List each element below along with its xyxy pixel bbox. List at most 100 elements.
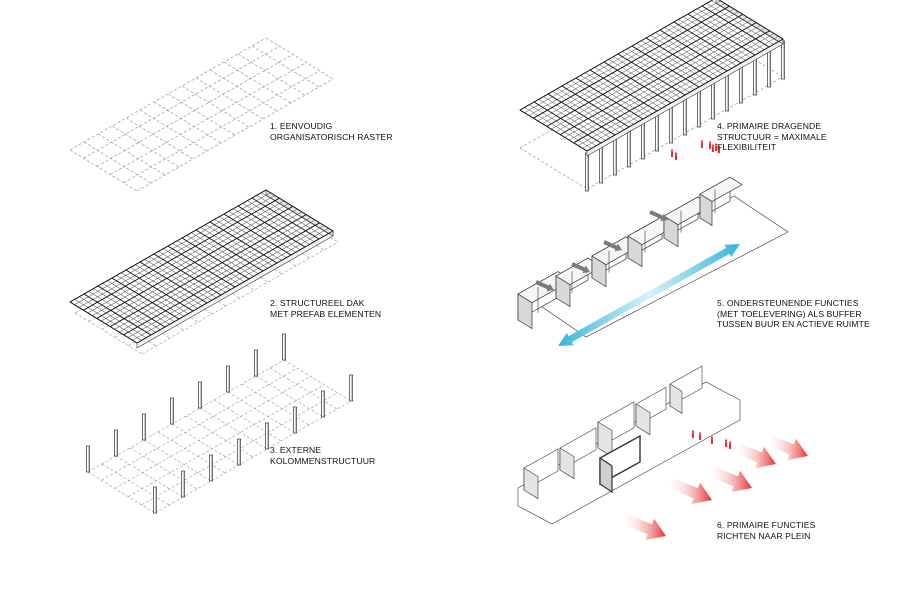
column-grid-line — [154, 400, 352, 514]
structure-column — [725, 72, 729, 112]
structure-panel-line — [566, 83, 634, 125]
caption-line: STRUCTUUR = MAXIMALE — [717, 131, 827, 142]
roof-beam-line — [123, 222, 320, 336]
structure-panel-line — [622, 51, 690, 93]
roof-beam-line — [237, 205, 306, 248]
person-body — [671, 151, 673, 157]
column-grid-line — [227, 391, 296, 434]
structure-column — [767, 48, 771, 88]
structure-column — [599, 144, 603, 184]
structure-beam-line — [586, 38, 784, 152]
raster-line — [265, 37, 334, 80]
person-figure — [710, 436, 714, 439]
raster-line — [123, 70, 320, 184]
column-grid-line — [87, 359, 285, 473]
structure-beam-line — [533, 101, 602, 144]
roof-beam-line — [181, 237, 250, 280]
column-front — [181, 470, 185, 498]
roof-beam-line — [209, 221, 278, 264]
structure-panel-line — [641, 40, 709, 82]
person-body — [729, 443, 731, 449]
caption-line: ORGANISATORISCH RASTER — [270, 131, 393, 142]
column-grid-line — [213, 399, 282, 442]
person-figure — [728, 441, 732, 444]
structure-panel-line — [613, 56, 681, 98]
column-grid-line — [283, 359, 352, 402]
structure-beam-line — [701, 5, 770, 48]
caption-step-4: 4. PRIMAIRE DRAGENDE STRUCTUUR = MAXIMAL… — [717, 121, 827, 153]
roof-panel-line — [135, 264, 203, 306]
structure-panel-line — [608, 59, 676, 101]
roof-beam-line — [83, 293, 152, 336]
caption-line: 5. ONDERSTEUNENDE FUNCTIES — [717, 298, 859, 308]
column-grid-line — [199, 407, 268, 450]
structure-panel-line — [711, 0, 779, 42]
roof-beam-line — [125, 269, 194, 312]
column-grid-line — [241, 383, 310, 426]
structure-panel-line — [692, 11, 760, 53]
structure-panel-line — [552, 91, 620, 133]
room-wall-side — [559, 447, 575, 480]
roof-beam-line — [195, 229, 264, 272]
structure-column — [753, 56, 757, 96]
roof-panel-line — [93, 288, 161, 330]
raster-line — [223, 61, 292, 104]
structure-panel-line — [524, 107, 592, 149]
column-back — [170, 397, 174, 425]
roof-beam-line — [109, 214, 307, 327]
caption-line: 3. EXTERNE — [270, 445, 322, 455]
structure-panel-line — [706, 3, 774, 45]
column-back — [282, 333, 286, 361]
structure-column — [585, 152, 589, 192]
column-grid-line — [143, 439, 212, 482]
person-figure — [691, 430, 695, 433]
roof-beam-line — [136, 230, 334, 344]
ground-outline — [519, 147, 588, 190]
roof-panel-line — [205, 224, 273, 266]
roof-panel-line — [116, 275, 184, 317]
column-grid-line — [185, 415, 254, 458]
roof-panel-line — [186, 235, 254, 277]
person-body — [718, 147, 720, 153]
structure-beam-line — [561, 85, 630, 128]
roof-beam-line — [265, 189, 334, 232]
caption-line: 2. STRUCTUREEL DAK — [270, 298, 365, 308]
raster-line — [167, 93, 236, 136]
supply-arrow — [603, 240, 622, 252]
structure-panel-line — [599, 64, 667, 106]
roof-panel-line — [247, 200, 315, 242]
structure-panel-line — [650, 35, 718, 77]
structure-column — [697, 88, 701, 128]
raster-line — [96, 54, 293, 167]
column-back — [142, 413, 146, 441]
caption-step-6: 6. PRIMAIRE FUNCTIES RICHTEN NAAR PLEIN — [717, 520, 815, 541]
structure-column — [711, 80, 715, 120]
roof-panel-line — [219, 216, 287, 258]
roof-panel-line — [130, 267, 198, 309]
structure-beam-line — [573, 30, 770, 144]
structure-panel-line — [678, 19, 746, 61]
caption-step-2: 2. STRUCTUREEL DAK MET PREFAB ELEMENTEN — [270, 298, 381, 319]
person-body — [701, 142, 703, 148]
caption-step-3: 3. EXTERNE KOLOMMENSTRUCTUUR — [270, 445, 375, 466]
caption-line: 4. PRIMAIRE DRAGENDE — [717, 121, 822, 131]
caption-line: RICHTEN NAAR PLEIN — [717, 530, 811, 541]
roof-panel-line — [256, 195, 324, 237]
structure-column — [683, 96, 687, 136]
person-body — [709, 143, 711, 149]
roof-panel-line — [158, 251, 226, 293]
caption-line: KOLOMMENSTRUCTUUR — [270, 455, 376, 466]
primary-functions-diagram — [517, 365, 808, 541]
raster-line — [209, 69, 278, 112]
raster-diagram — [69, 37, 334, 192]
person-figure — [724, 439, 728, 442]
structure-beam-line — [687, 13, 756, 56]
structure-column — [781, 40, 785, 80]
raster-line — [139, 109, 208, 152]
raster-line — [111, 125, 180, 168]
caption-line: MET PREFAB ELEMENTEN — [270, 308, 382, 319]
roof-panel-line — [242, 203, 310, 245]
structure-beam-line — [631, 45, 700, 88]
column-front — [293, 406, 297, 434]
